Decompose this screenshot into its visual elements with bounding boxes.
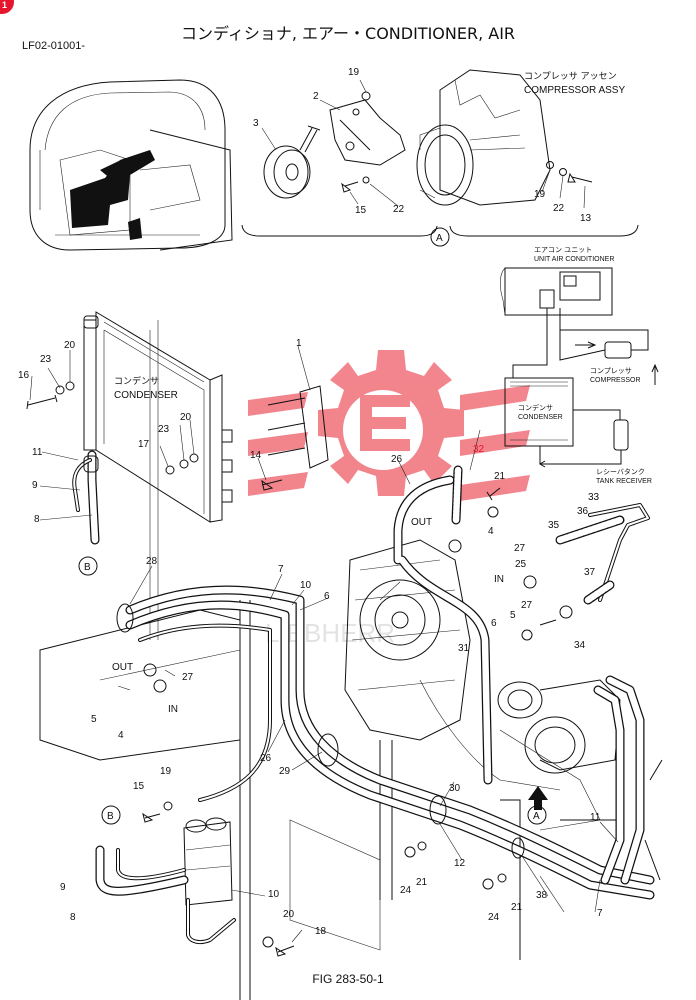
callout-38: 38 <box>536 890 548 901</box>
callout-8b: 8 <box>70 912 76 923</box>
callout-28: 28 <box>146 556 158 567</box>
hose-routing <box>39 429 663 1000</box>
schematic-receiver-jp: レシーバタンク <box>596 467 645 476</box>
view-b-marker-2 <box>101 805 121 825</box>
callout-5: 5 <box>510 610 516 621</box>
callout-2: 2 <box>313 91 319 102</box>
callout-15: 15 <box>355 205 367 216</box>
callout-20b: 20 <box>180 412 192 423</box>
callout-21: 21 <box>494 471 506 482</box>
callout-24b: 24 <box>488 912 500 923</box>
callout-13: 13 <box>580 213 592 224</box>
machine-overview <box>29 79 233 251</box>
callout-29: 29 <box>279 766 291 777</box>
view-a-letter-2: A <box>533 811 540 822</box>
callout-23b: 23 <box>158 424 170 435</box>
condenser-assembly <box>26 311 329 640</box>
view-a-marker-2 <box>527 805 547 825</box>
callout-26: 26 <box>391 454 403 465</box>
schematic-compressor-en: COMPRESSOR <box>590 377 641 384</box>
in-label-tank: IN <box>168 704 178 715</box>
callout-6: 6 <box>324 591 330 602</box>
part-callouts: 1 2 3 4 4 5 5 6 6 7 7 8 8 9 9 10 10 11 1… <box>18 67 603 937</box>
callout-1: 1 <box>296 338 302 349</box>
in-label-main: IN <box>494 574 504 585</box>
callout-31: 31 <box>458 643 470 654</box>
callout-19b: 19 <box>534 189 546 200</box>
callout-12: 12 <box>454 858 466 869</box>
schematic-condenser-jp: コンデンサ <box>518 403 553 412</box>
callout-27b: 27 <box>521 600 533 611</box>
view-b-letter-2: B <box>107 811 114 822</box>
callout-18: 18 <box>315 926 327 937</box>
callout-19c: 19 <box>160 766 172 777</box>
callout-14: 14 <box>250 450 262 461</box>
callout-27: 27 <box>514 543 526 554</box>
page-title: コンディショナ, エアー・CONDITIONER, AIR <box>180 24 516 43</box>
callout-27c: 27 <box>182 672 194 683</box>
callout-11: 11 <box>32 447 43 458</box>
callout-10b: 10 <box>268 889 280 900</box>
callout-36: 36 <box>577 506 589 517</box>
callout-21b: 21 <box>416 877 428 888</box>
callout-22: 22 <box>393 204 405 215</box>
callout-16: 16 <box>18 370 30 381</box>
out-label-tank: OUT <box>112 662 133 673</box>
callout-9b: 9 <box>60 882 66 893</box>
refrigerant-schematic <box>499 267 659 468</box>
callout-24: 24 <box>400 885 412 896</box>
callout-23: 23 <box>40 354 52 365</box>
callout-20: 20 <box>64 340 76 351</box>
compressor-assy-label-jp: コンプレッサ アッセン <box>524 71 617 82</box>
callout-11b: 11 <box>590 812 601 823</box>
detail-a-compressor <box>241 69 639 247</box>
view-a-marker <box>430 227 450 247</box>
schematic-condenser-en: CONDENSER <box>518 414 563 421</box>
view-a-letter: A <box>436 233 443 244</box>
schematic-receiver-en: TANK RECEIVER <box>596 478 652 485</box>
callout-8: 8 <box>34 514 40 525</box>
callout-3: 3 <box>253 118 259 129</box>
callout-19: 19 <box>348 67 360 78</box>
callout-7b: 7 <box>597 908 603 919</box>
schematic-unit-jp: エアコン ユニット <box>534 246 592 254</box>
view-b-letter: B <box>84 562 91 573</box>
callout-33: 33 <box>588 492 600 503</box>
callout-7: 7 <box>278 564 284 575</box>
condenser-label-jp: コンデンサ <box>114 375 159 387</box>
callout-6b: 6 <box>491 618 497 629</box>
figure-number: FIG 283-50-1 <box>312 972 384 986</box>
text-labels: コンプレッサ アッセン COMPRESSOR ASSY コンデンサ CONDEN… <box>84 71 652 822</box>
schematic-unit-en: UNIT AIR CONDITIONER <box>534 256 614 263</box>
callout-15b: 15 <box>133 781 145 792</box>
compressor-assy-label-en: COMPRESSOR ASSY <box>524 85 625 96</box>
callout-25: 25 <box>515 559 527 570</box>
callout-21c: 21 <box>511 902 523 913</box>
callout-26b: 26 <box>260 753 272 764</box>
callout-17: 17 <box>138 439 150 450</box>
condenser-label-en: CONDENSER <box>114 390 178 401</box>
out-label-main: OUT <box>411 517 432 528</box>
callout-4: 4 <box>488 526 494 537</box>
callout-37: 37 <box>584 567 596 578</box>
callout-9: 9 <box>32 480 38 491</box>
document-code: LF02-01001- <box>22 40 85 52</box>
callout-4b: 4 <box>118 730 124 741</box>
callout-20c: 20 <box>283 909 295 920</box>
callout-5b: 5 <box>91 714 97 725</box>
callout-10: 10 <box>300 580 312 591</box>
callout-32: 32 <box>473 444 485 455</box>
callout-22b: 22 <box>553 203 565 214</box>
schematic-compressor-jp: コンプレッサ <box>590 367 632 375</box>
watermark-logo <box>248 350 530 501</box>
callout-35: 35 <box>548 520 560 531</box>
view-b-marker <box>78 556 98 576</box>
callout-34: 34 <box>574 640 586 651</box>
callout-30: 30 <box>449 783 461 794</box>
